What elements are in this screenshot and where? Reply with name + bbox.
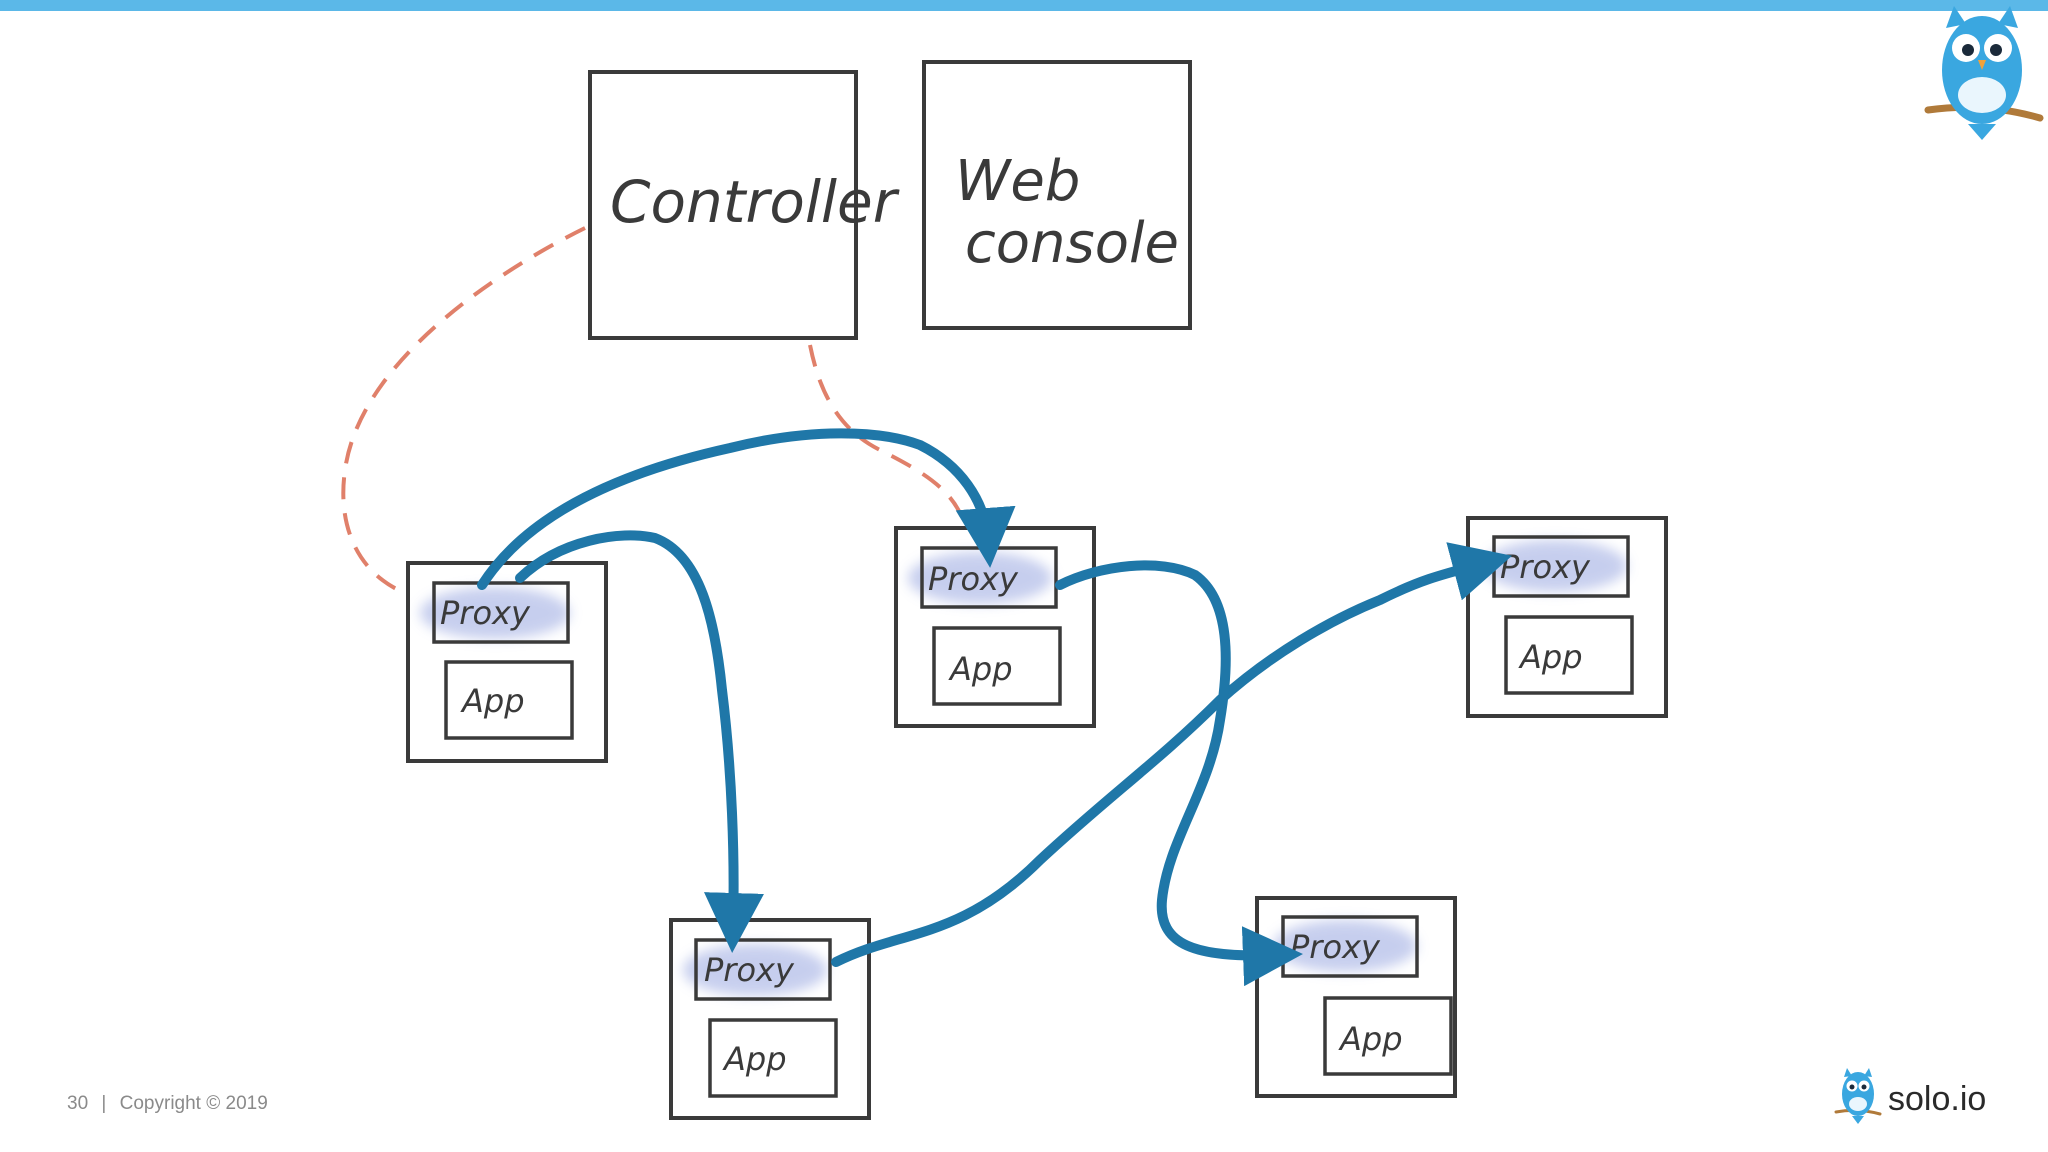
proxy-highlight <box>1483 540 1627 592</box>
web-console-label-line2: console <box>965 211 1179 276</box>
app-label: App <box>722 1040 787 1078</box>
web-console-label-line1: Web <box>955 149 1080 214</box>
traffic-arrow-node2-to-node5 <box>1055 560 1303 987</box>
proxy-label: Proxy <box>1290 928 1381 966</box>
proxy-label: Proxy <box>1500 548 1591 586</box>
proxy-label: Proxy <box>928 560 1019 598</box>
top-accent-bar <box>0 0 2048 11</box>
solo-owl-logo-icon <box>1834 1068 1882 1124</box>
controller-label: Controller <box>610 168 900 236</box>
app-box <box>1323 996 1453 1076</box>
service-node-5: Proxy App <box>1255 896 1457 1098</box>
service-node-1: Proxy App <box>406 561 608 763</box>
proxy-box <box>432 581 570 644</box>
page-number: 30 <box>67 1093 89 1114</box>
proxy-highlight <box>908 552 1052 604</box>
proxy-label: Proxy <box>704 951 795 989</box>
proxy-highlight <box>1273 920 1417 972</box>
traffic-arrow-node1-to-node2 <box>477 428 1016 590</box>
controller-link-dashed-left <box>341 226 586 602</box>
service-node-4: Proxy App <box>669 918 871 1120</box>
app-label: App <box>948 650 1013 688</box>
proxy-highlight <box>420 587 570 639</box>
traffic-arrow-node1-to-node4 <box>515 530 764 953</box>
slide-footer: 30 | Copyright © 2019 <box>67 1093 268 1115</box>
app-box <box>932 626 1062 706</box>
app-box <box>444 660 574 740</box>
app-label: App <box>1518 638 1583 676</box>
app-box <box>708 1018 838 1098</box>
app-box <box>1504 615 1634 695</box>
copyright-text: Copyright © 2019 <box>119 1093 268 1114</box>
app-label: App <box>460 682 525 720</box>
brand-name: solo.io <box>1888 1080 1987 1118</box>
controller-link-dashed-right <box>808 344 969 536</box>
footer-separator: | <box>101 1093 107 1114</box>
proxy-label: Proxy <box>440 594 531 632</box>
controller-box: Controller <box>588 70 900 340</box>
service-node-3: Proxy App <box>1466 516 1668 718</box>
web-console-box: Web console <box>922 60 1192 330</box>
traffic-arrow-node4-to-node3 <box>831 542 1513 967</box>
owl-mascot-icon <box>1924 6 2044 140</box>
service-node-2: Proxy App <box>894 526 1096 728</box>
app-label: App <box>1338 1020 1403 1058</box>
proxy-highlight <box>683 944 827 996</box>
